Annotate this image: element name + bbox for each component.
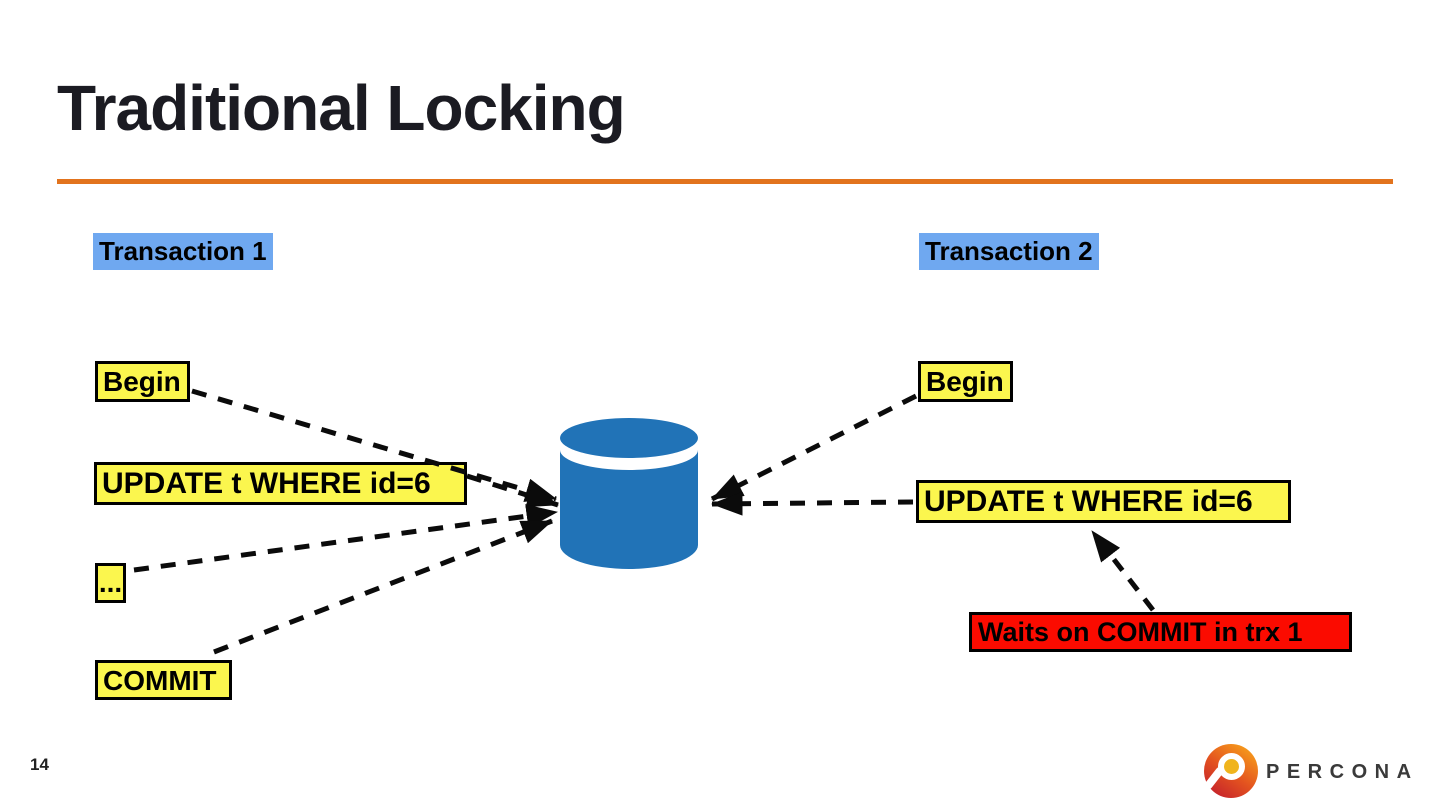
transaction1-step-update: UPDATE t WHERE id=6: [94, 462, 467, 505]
arrow-t1-commit-to-db: [213, 518, 553, 655]
percona-logo: PERCONA: [1202, 744, 1411, 799]
percona-logo-text: PERCONA: [1266, 761, 1419, 783]
transaction2-step-update: UPDATE t WHERE id=6: [916, 480, 1291, 523]
transaction2-step-begin: Begin: [918, 361, 1013, 402]
title-divider: [57, 179, 1393, 184]
transaction1-step-commit: COMMIT: [95, 660, 232, 700]
arrow-t2-update-to-db: [711, 491, 914, 516]
arrow-t2-begin-to-db: [710, 393, 918, 502]
transaction2-heading: Transaction 2: [919, 233, 1099, 271]
percona-p-bowl: [1218, 753, 1245, 780]
wait-on-commit-note: Waits on COMMIT in trx 1: [969, 612, 1352, 652]
arrow-t1-update-to-db: [466, 473, 559, 508]
page-title: Traditional Locking: [57, 72, 626, 144]
percona-logo-icon: [1202, 744, 1258, 798]
arrow-t1-ellipsis-to-db: [133, 504, 558, 573]
page-number: 14: [30, 755, 49, 774]
transaction1-step-ellipsis: ...: [95, 563, 126, 603]
database-cylinder-icon: [560, 418, 698, 569]
transaction1-heading: Transaction 1: [93, 233, 273, 271]
arrow-waitnote-to-update: [1090, 529, 1155, 612]
transaction1-step-begin: Begin: [95, 361, 190, 402]
